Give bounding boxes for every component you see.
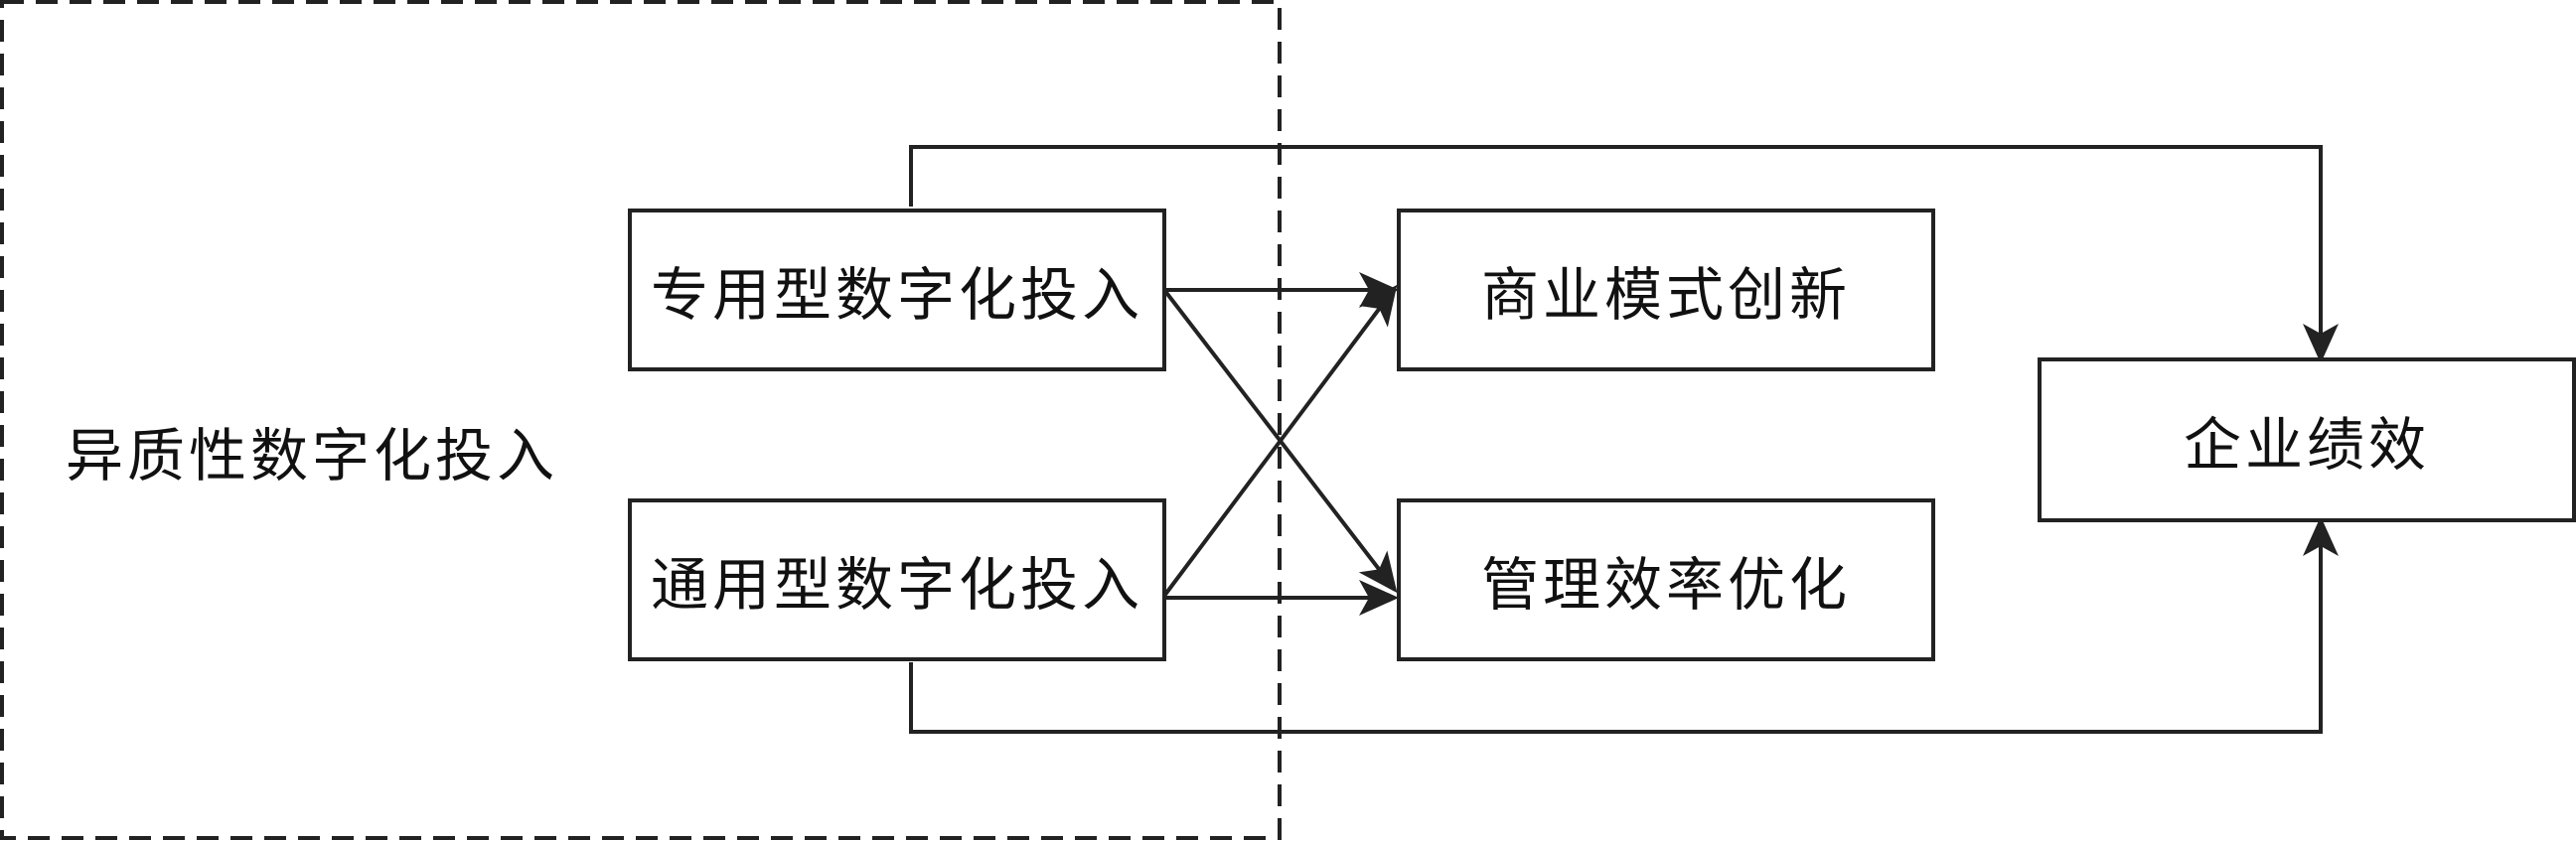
edge-specialized-to-performance: [909, 145, 2339, 363]
edge-general-to-business-model: [1162, 284, 1398, 598]
node-firm-performance: 企业绩效: [2038, 357, 2576, 522]
group-label: 异质性数字化投入: [66, 422, 559, 490]
node-business-model-innovation: 商业模式创新: [1397, 209, 1935, 371]
node-general-input: 通用型数字化投入: [628, 498, 1166, 661]
node-specialized-input: 专用型数字化投入: [628, 209, 1166, 371]
node-management-efficiency: 管理效率优化: [1397, 498, 1935, 661]
edge-general-to-performance: [909, 516, 2339, 734]
group-dashed-border: [0, 0, 1282, 840]
